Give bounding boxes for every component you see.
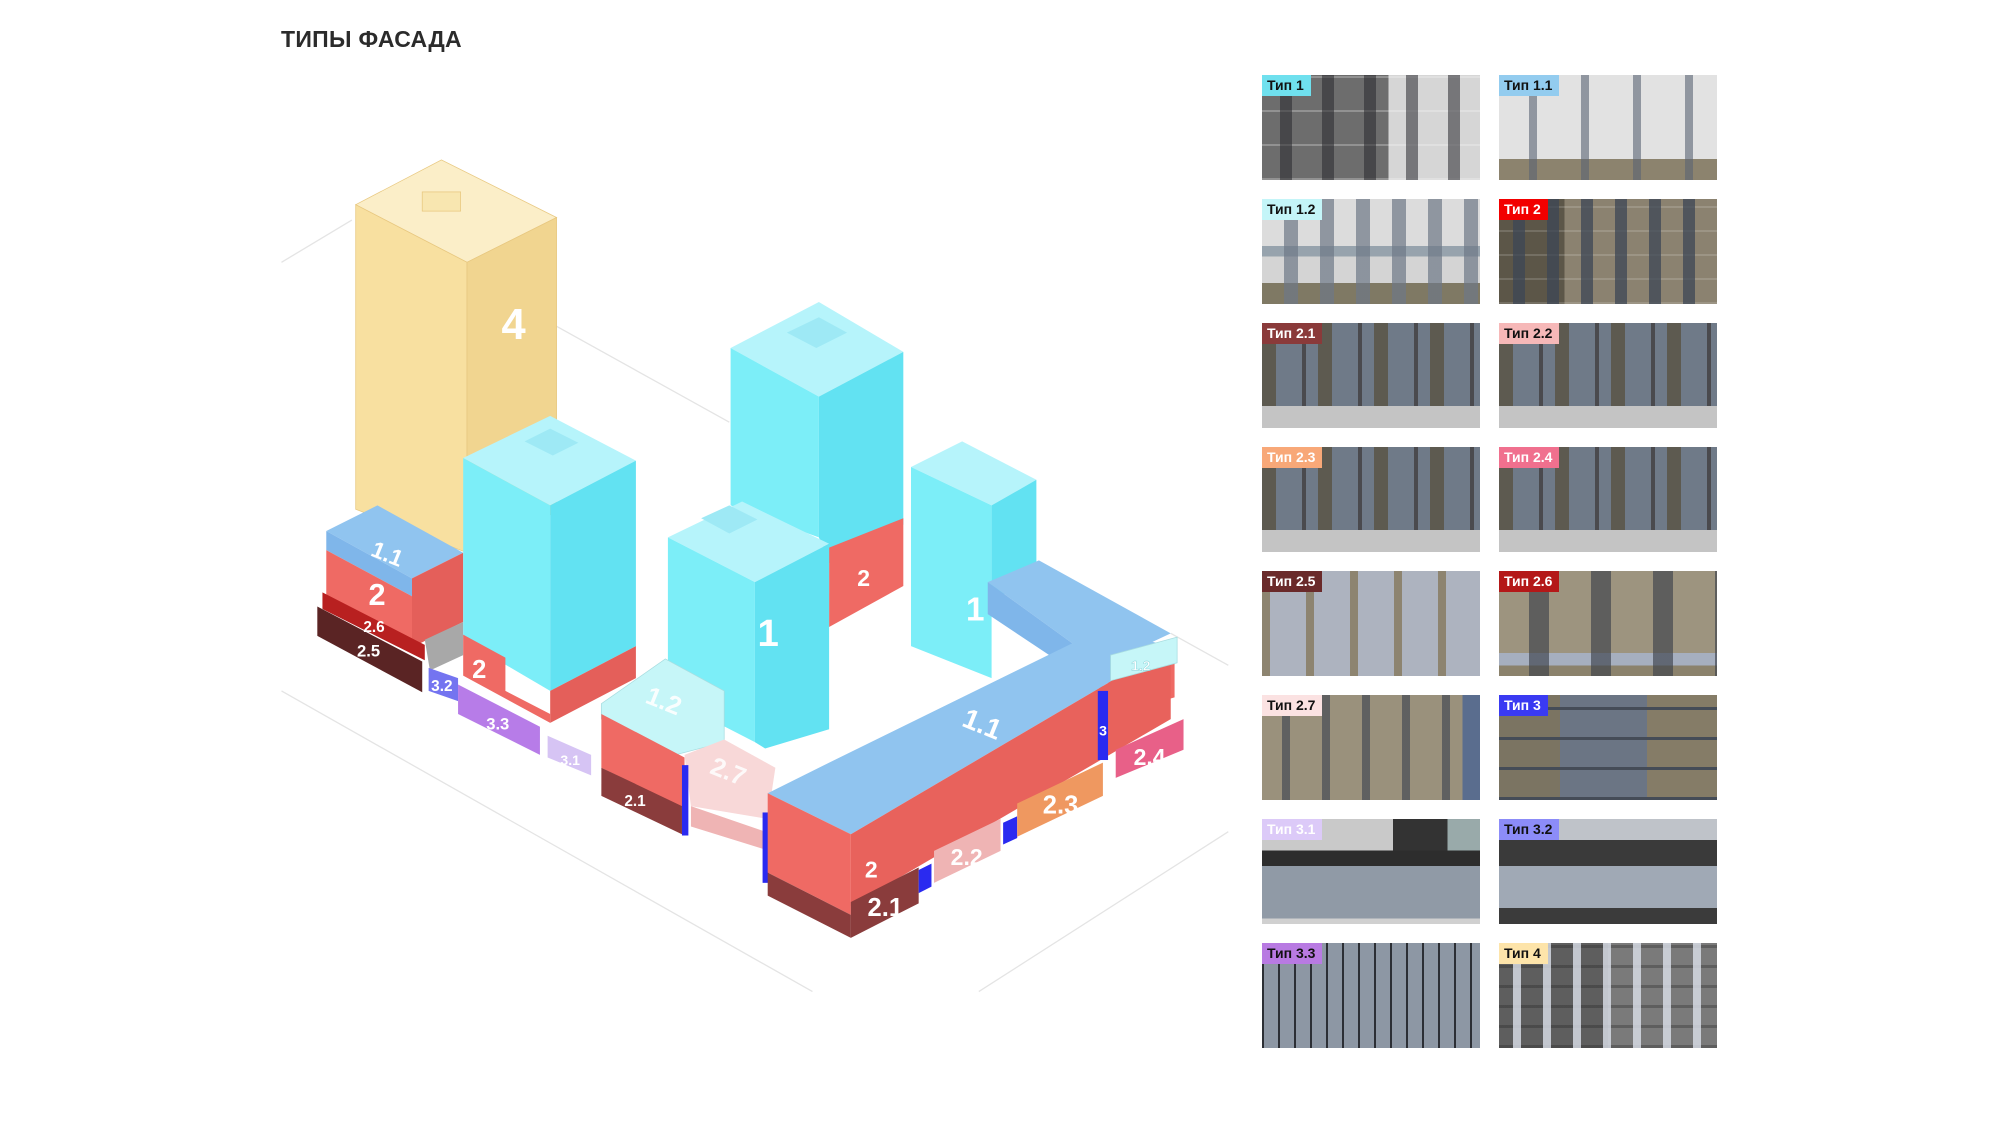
label-back-red: 2 [857,565,870,591]
label-left-red: 2 [368,577,385,612]
page-title: ТИПЫ ФАСАДА [281,26,462,52]
facade-type-2-6: Тип 2.6 [1499,571,1717,676]
label-main-red: 2 [865,857,878,883]
type-badge: Тип 3.1 [1262,819,1323,840]
facade-type-3-2: Тип 3.2 [1499,819,1717,924]
type-badge: Тип 1.1 [1499,75,1560,96]
label-tower-a-red: 2 [472,656,486,684]
facade-type-3-3: Тип 3.3 [1262,943,1480,1048]
main-block [767,629,1184,938]
type-badge: Тип 2.5 [1262,571,1323,592]
facade-type-2-2: Тип 2.2 [1499,323,1717,428]
facade-type-2-4: Тип 2.4 [1499,447,1717,552]
label-2-2: 2.2 [951,844,983,870]
segment-3-1 [547,735,592,776]
facade-type-2: Тип 2 [1499,199,1717,304]
type-badge: Тип 1.2 [1262,199,1323,220]
label-tower-1-center: 1 [757,612,778,655]
label-2-2-left: 2.2 [711,848,729,863]
facade-type-3-1: Тип 3.1 [1262,819,1480,924]
facade-type-1-1: Тип 1.1 [1499,75,1717,180]
label-2-1-left: 2.1 [624,793,646,810]
type-badge: Тип 3 [1499,695,1548,716]
facade-type-4: Тип 4 [1499,943,1717,1048]
segment-3-2 [428,667,459,702]
type-badge: Тип 3.2 [1499,819,1560,840]
facade-type-2-7: Тип 2.7 [1262,695,1480,800]
facade-type-3: Тип 3 [1499,695,1717,800]
facade-type-2-5: Тип 2.5 [1262,571,1480,676]
type-badge: Тип 2 [1499,199,1548,220]
type-badge: Тип 2.1 [1262,323,1323,344]
label-3: 3 [1099,723,1107,739]
tower-a [463,415,636,723]
tower-b [730,301,904,627]
facade-type-2-3: Тип 2.3 [1262,447,1480,552]
segment-1-2-right [1110,636,1178,682]
facade-type-1: Тип 1 [1262,75,1480,180]
label-1-2-right: 1.2 [1131,657,1151,673]
type-badge: Тип 2.3 [1262,447,1323,468]
type-badge: Тип 1 [1262,75,1311,96]
type-badge: Тип 2.2 [1499,323,1560,344]
facade-type-2-1: Тип 2.1 [1262,323,1480,428]
type-badge: Тип 4 [1499,943,1548,964]
label-2-5: 2.5 [357,641,380,660]
block-1-2 [600,658,776,883]
segment-3-3 [458,684,540,755]
label-2-3: 2.3 [1043,792,1079,820]
label-2-1-corner: 2.1 [867,894,903,922]
ground-lines [281,219,1229,993]
type-badge: Тип 2.7 [1262,695,1323,716]
type-badge: Тип 3.3 [1262,943,1323,964]
label-tower-1-right: 1 [966,592,985,629]
tower-c [667,501,830,749]
label-3-1: 3.1 [560,752,580,768]
tower-d [910,441,1037,679]
facade-type-1-2: Тип 1.2 [1262,199,1480,304]
label-3-2: 3.2 [431,678,452,695]
left-block [317,505,464,693]
label-2-6: 2.6 [363,619,384,636]
label-2-4: 2.4 [1134,744,1166,770]
type-badge: Тип 2.6 [1499,571,1560,592]
type-badge: Тип 2.4 [1499,447,1560,468]
label-tower-4: 4 [502,301,526,349]
label-3-3: 3.3 [486,714,509,733]
